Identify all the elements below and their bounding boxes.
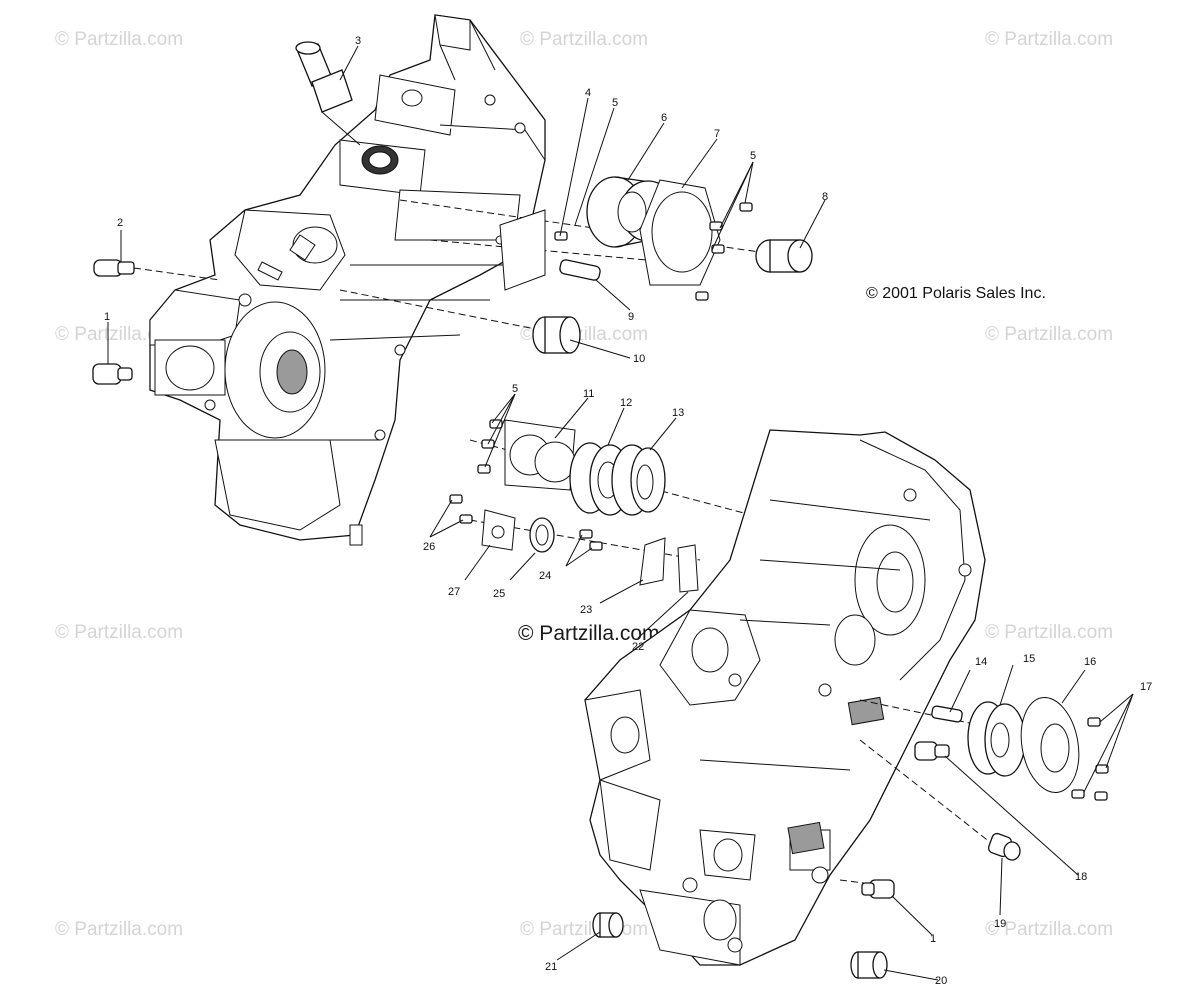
part-3-breather-fitting [295, 41, 361, 146]
callout-16: 16 [1084, 656, 1096, 668]
watermark: © Partzilla.com [55, 622, 183, 643]
left-crankcase-half [149, 14, 546, 546]
callout-17: 17 [1140, 681, 1152, 693]
callout-2: 2 [117, 217, 123, 229]
callout-5: 5 [750, 150, 756, 162]
callout-11: 11 [583, 388, 594, 400]
callout-18: 18 [1075, 871, 1087, 883]
callout-8: 8 [822, 191, 828, 203]
part-2-bolt [93, 259, 221, 281]
watermark-main: © Partzilla.com [518, 622, 660, 645]
callout-19: 19 [994, 918, 1006, 930]
watermark: © Partzilla.com [985, 622, 1113, 643]
callout-24: 24 [539, 570, 551, 582]
callout-23: 23 [580, 604, 592, 616]
callout-20: 20 [935, 975, 947, 987]
callout-5: 5 [512, 383, 518, 395]
callout-22: 22 [632, 641, 644, 653]
callout-5: 5 [612, 97, 618, 109]
callout-27: 27 [448, 586, 460, 598]
watermark: © Partzilla.com [985, 324, 1113, 345]
right-crankcase-half [584, 429, 986, 966]
callout-10: 10 [633, 353, 645, 365]
watermark: © Partzilla.com [985, 919, 1113, 940]
callout-3: 3 [355, 35, 361, 47]
callout-25: 25 [493, 588, 505, 600]
callout-13: 13 [672, 407, 684, 419]
callout-15: 15 [1023, 653, 1035, 665]
callout-6: 6 [661, 112, 667, 124]
upper-bearing-group [339, 176, 813, 354]
middle-bearing-group [449, 419, 771, 593]
callout-4: 4 [585, 87, 591, 99]
callout-21: 21 [545, 961, 557, 973]
callout-numbers: 3 2 1 4 5 6 7 5 8 9 10 5 11 12 13 26 27 … [104, 35, 1152, 987]
callout-1: 1 [930, 933, 936, 945]
callout-14: 14 [975, 656, 987, 668]
callout-12: 12 [620, 397, 632, 409]
watermark: © Partzilla.com [55, 29, 183, 50]
callout-1: 1 [104, 311, 110, 323]
leader-lines [107, 45, 1134, 981]
watermark: © Partzilla.com [520, 919, 648, 940]
watermark: © Partzilla.com [520, 29, 648, 50]
callout-26: 26 [423, 541, 435, 553]
right-bearing-group [592, 696, 1109, 979]
copyright-notice: © 2001 Polaris Sales Inc. [866, 285, 1046, 302]
part-1-plug-left [92, 363, 133, 385]
watermark: © Partzilla.com [985, 29, 1113, 50]
callout-9: 9 [628, 311, 634, 323]
watermark: © Partzilla.com [55, 919, 183, 940]
callout-7: 7 [714, 128, 720, 140]
